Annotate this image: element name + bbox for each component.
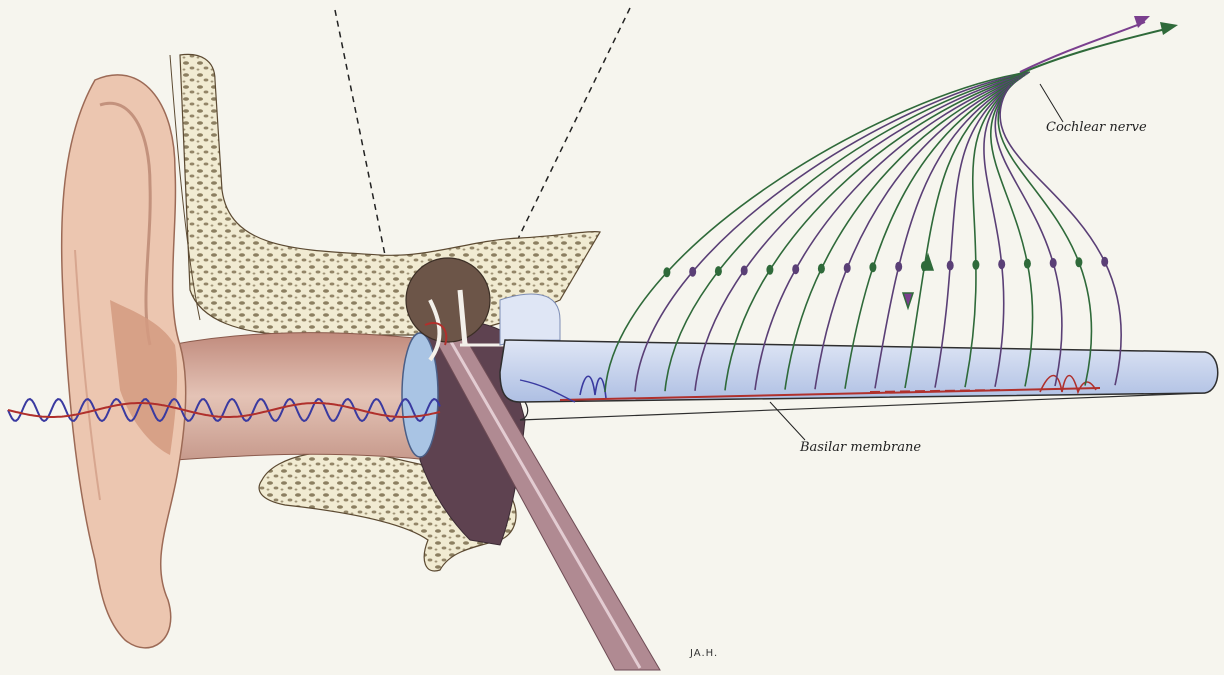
tympanic-membrane (402, 333, 438, 457)
ganglion-cell (818, 264, 825, 274)
dashed-guide-lines (335, 8, 630, 255)
ganglion-cell (1101, 257, 1108, 267)
ganglion-cell (869, 262, 876, 272)
ganglion-cell (689, 267, 696, 277)
ganglion-cell (1075, 257, 1082, 267)
upper-temporal-bone (180, 54, 600, 335)
ganglion-cell (947, 261, 954, 271)
ossicle-chamber (406, 258, 490, 342)
ganglion-cell (792, 264, 799, 274)
ear-canal (170, 333, 430, 460)
nerve-fiber (845, 78, 1020, 388)
nerve-fiber (815, 78, 1022, 390)
ganglion-cell (895, 262, 902, 272)
basilar-membrane-leader (770, 402, 805, 440)
ganglion-cell (766, 265, 773, 275)
ganglion-cell (715, 266, 722, 276)
cochlear-nerve-leader (1040, 84, 1063, 122)
ganglion-cell (844, 263, 851, 273)
ganglion-cell (741, 266, 748, 276)
ganglion-cell (663, 267, 670, 277)
ganglion-cell (1050, 258, 1057, 268)
nerve-fiber (695, 74, 1026, 390)
artist-signature: JA.H. (690, 648, 718, 659)
nerve-fiber (965, 82, 1016, 388)
nerve-exit-arrows (1010, 16, 1178, 78)
nerve-fiber (725, 75, 1025, 390)
ganglion-cell (1024, 259, 1031, 269)
cochlear-nerve-label: Cochlear nerve (1046, 120, 1147, 135)
ganglion-cell (998, 259, 1005, 269)
ganglion-cell (972, 260, 979, 270)
fiber-direction-arrows (903, 255, 933, 308)
nerve-fiber (935, 81, 1017, 388)
basilar-membrane-label: Basilar membrane (800, 440, 921, 455)
